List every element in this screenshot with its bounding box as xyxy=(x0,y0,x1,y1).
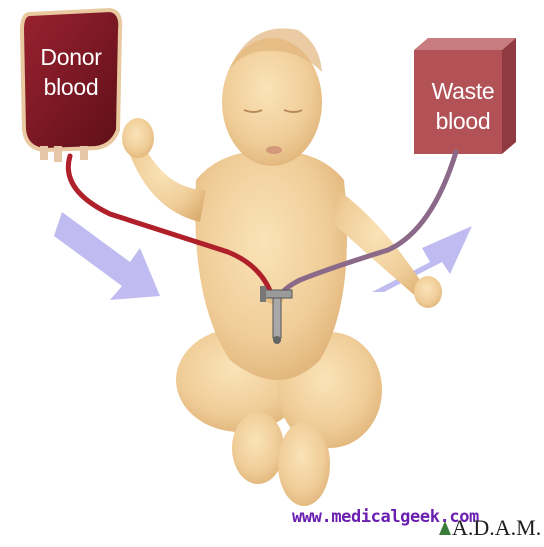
waste-blood-label: Waste blood xyxy=(413,76,513,136)
baby-illustration xyxy=(122,28,442,506)
brand-logo: A.D.A.M. xyxy=(452,515,541,541)
adam-logo-icon xyxy=(438,520,452,536)
donor-label-line1: Donor xyxy=(26,42,116,72)
waste-label-line2: blood xyxy=(413,106,513,136)
donor-blood-label: Donor blood xyxy=(26,42,116,102)
donor-label-line2: blood xyxy=(26,72,116,102)
waste-label-line1: Waste xyxy=(413,76,513,106)
